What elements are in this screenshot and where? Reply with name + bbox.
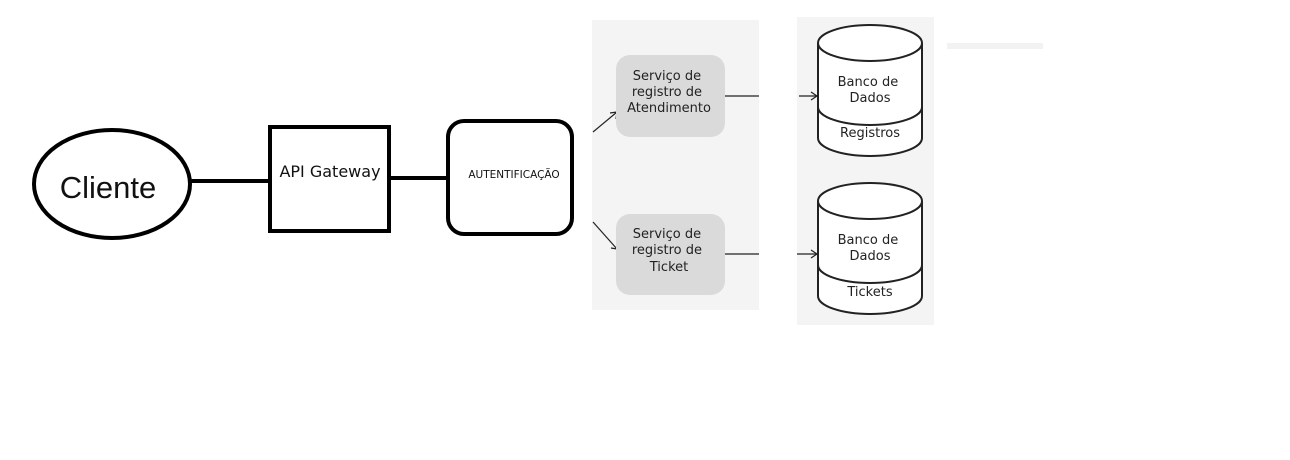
- service-atendimento-node: Serviço de registro de Atendimento: [616, 55, 725, 137]
- db-tickets-cylinder: [817, 201, 923, 315]
- db-registros-top: [817, 24, 923, 62]
- db-tickets-divider: [817, 264, 923, 284]
- client-label: Cliente: [60, 170, 157, 205]
- api-gateway-node: API Gateway: [268, 125, 391, 233]
- client-ellipse: [32, 128, 192, 240]
- service-ticket-line-2: registro de: [632, 243, 702, 258]
- db-tickets-title-line-1: Banco de: [838, 233, 899, 248]
- service-ticket-box: [616, 214, 725, 295]
- db-tickets-node: Banco de Dados Tickets: [817, 182, 923, 315]
- service-ticket-line-1: Serviço de: [633, 227, 701, 242]
- service-atendimento-box: [616, 55, 725, 137]
- service-atendimento-line-2: registro de: [632, 85, 702, 100]
- db-tickets-top: [817, 182, 923, 220]
- service-atendimento-label: Serviço de registro de Atendimento: [627, 69, 711, 116]
- service-ticket-label: Serviço de registro de Ticket: [632, 227, 706, 275]
- db-tickets-title-line-2: Dados: [850, 249, 891, 264]
- db-registros-title: Banco de Dados: [838, 75, 903, 106]
- db-registros-title-line-2: Dados: [850, 91, 891, 106]
- auth-node: AUTENTIFICAÇÃO: [446, 119, 574, 236]
- api-gateway-box: [268, 125, 391, 233]
- db-registros-node: Banco de Dados Registros: [817, 24, 923, 157]
- decorative-bar: [947, 43, 1043, 49]
- db-registros-label: Registros: [840, 126, 900, 141]
- db-registros-cylinder: [817, 43, 923, 157]
- service-ticket-node: Serviço de registro de Ticket: [616, 214, 725, 295]
- auth-label: AUTENTIFICAÇÃO: [468, 168, 559, 181]
- db-tickets-label: Tickets: [846, 285, 892, 300]
- db-tickets-title: Banco de Dados: [838, 233, 903, 264]
- service-atendimento-line-3: Atendimento: [627, 101, 711, 116]
- service-ticket-line-3: Ticket: [649, 260, 688, 275]
- service-atendimento-line-1: Serviço de: [633, 69, 701, 84]
- db-registros-title-line-1: Banco de: [838, 75, 899, 90]
- auth-box: [446, 119, 574, 236]
- db-registros-divider: [817, 106, 923, 126]
- client-node: Cliente: [32, 128, 192, 240]
- api-gateway-label: API Gateway: [279, 162, 380, 181]
